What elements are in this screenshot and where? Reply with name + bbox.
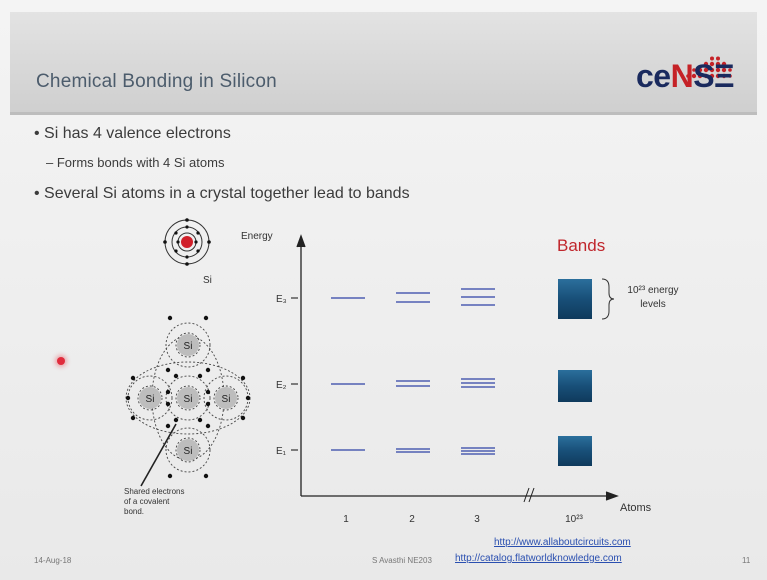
lattice-label-bottom: Si — [184, 446, 193, 457]
footer-author: S Avasthi NE203 — [372, 556, 432, 565]
svg-text:2: 2 — [409, 514, 415, 525]
band-e2 — [558, 370, 592, 402]
svg-text:3: 3 — [474, 514, 480, 525]
svg-text:levels: levels — [640, 299, 666, 310]
bands-title: Bands — [557, 236, 605, 255]
reference-link-flatworldknowledge[interactable]: http://catalog.flatworldknowledge.com — [455, 553, 622, 564]
lattice-caption: Shared electrons of a covalent bond. — [124, 487, 184, 516]
band-e1 — [558, 436, 592, 466]
caption-pointer — [140, 423, 177, 487]
band-e3 — [558, 279, 592, 319]
lattice-label-left: Si — [146, 394, 155, 405]
lattice-electrons — [125, 315, 251, 479]
energy-level-lines — [331, 288, 495, 455]
footer-date: 14-Aug-18 — [34, 556, 72, 565]
laser-pointer-dot — [57, 357, 65, 365]
footer-page-number: 11 — [742, 556, 751, 565]
energy-axes — [296, 234, 619, 503]
level-tick-marks — [291, 297, 298, 451]
energy-level-labels: E₃ E₂ E₁ — [276, 294, 287, 457]
bullet-dot: • — [34, 185, 45, 202]
svg-text:E₃: E₃ — [276, 294, 287, 305]
svg-text:10²³ energy: 10²³ energy — [627, 285, 678, 296]
svg-text:1: 1 — [343, 514, 349, 525]
svg-text:E₁: E₁ — [276, 446, 287, 457]
bracket-note: 10²³ energy levels — [627, 285, 678, 310]
reference-link-allaboutcircuits[interactable]: http://www.allaboutcircuits.com — [494, 537, 631, 548]
svg-text:E₂: E₂ — [276, 380, 287, 391]
header-bar — [10, 12, 757, 112]
header-divider — [10, 112, 757, 115]
si-lattice-cores: Si Si Si Si Si — [139, 334, 237, 461]
energy-bands — [558, 279, 592, 466]
bullet-dot: • — [34, 125, 45, 142]
svg-text:10²³: 10²³ — [565, 514, 583, 525]
cense-logo-text: ceNSΞ — [636, 58, 735, 94]
svg-text:of a covalent: of a covalent — [124, 497, 170, 506]
single-si-atom: Si — [163, 218, 212, 286]
bullet-item: • Si has 4 valence electrons — [34, 125, 231, 142]
x-axis-label: Atoms — [620, 502, 652, 514]
sub-bullet-item: – Forms bonds with 4 Si atoms — [46, 155, 225, 170]
svg-text:Shared electrons: Shared electrons — [124, 487, 184, 496]
svg-text:bond.: bond. — [124, 507, 144, 516]
cense-logo-dots — [686, 56, 732, 79]
lattice-label-top: Si — [184, 341, 193, 352]
single-si-label: Si — [203, 275, 212, 286]
lattice-label-center: Si — [184, 394, 193, 405]
bracket-icon — [601, 278, 615, 320]
x-tick-labels: 1 2 3 10²³ — [343, 514, 583, 525]
bullet-item: • Several Si atoms in a crystal together… — [34, 185, 410, 202]
lattice-label-right: Si — [222, 394, 231, 405]
slide-title: Chemical Bonding in Silicon — [36, 71, 277, 92]
y-axis-label: Energy — [241, 231, 273, 242]
